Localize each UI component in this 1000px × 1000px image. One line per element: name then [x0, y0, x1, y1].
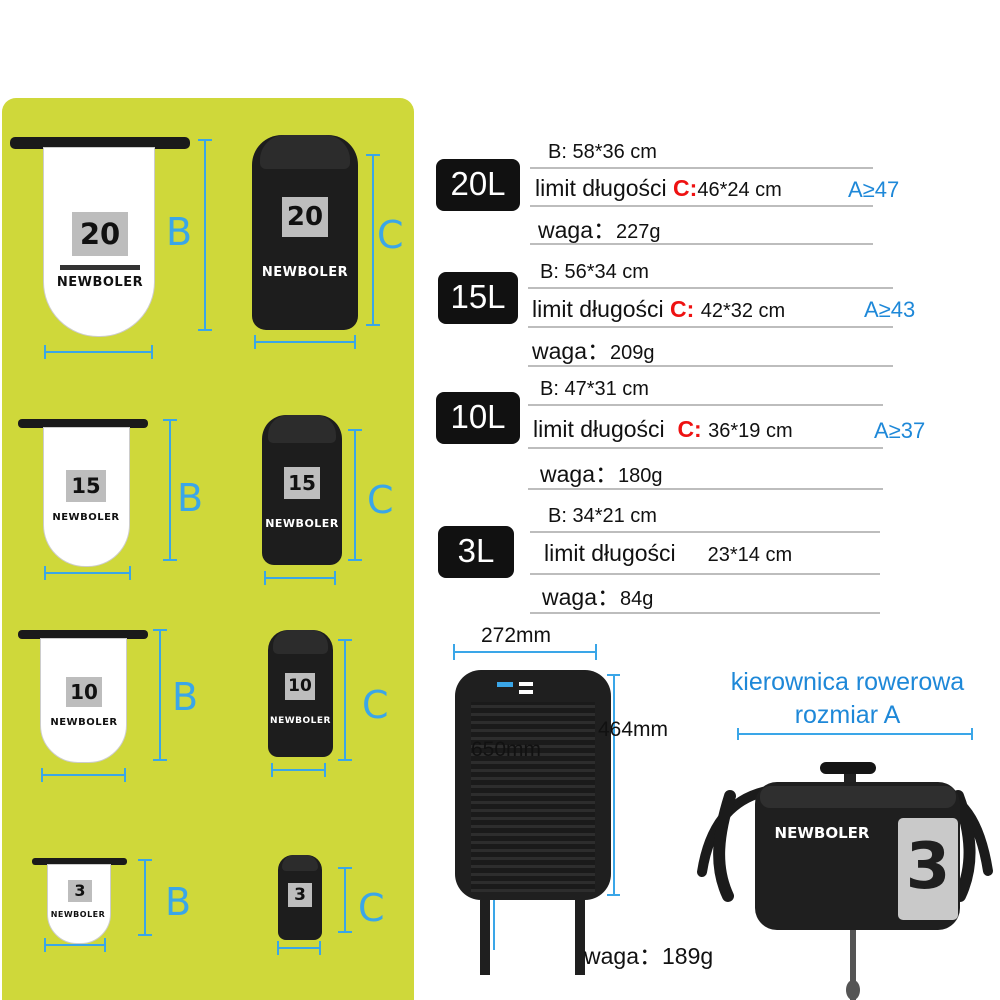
harness-width: 272mm [481, 624, 552, 647]
brand-logo: NEWBOLER [52, 512, 120, 523]
harness-strap [575, 900, 585, 975]
dimension-guides [41, 139, 380, 955]
c-label: C: [670, 296, 695, 322]
divider [530, 531, 880, 533]
black-bag-3l: 3 [278, 855, 322, 940]
b-dimensions: B: 47*31 cm [540, 378, 649, 400]
bag-number: 15 [284, 467, 320, 499]
bag-number: 10 [66, 677, 102, 707]
divider [528, 326, 893, 328]
c-label: C: [673, 175, 698, 201]
weight-value: 227g [615, 221, 661, 243]
bag-number: 3 [906, 830, 951, 904]
dimension-b-label: B [172, 675, 199, 719]
weight-label: waga： [532, 338, 610, 364]
size-badge-15l: 15L [438, 272, 518, 324]
c-dimensions: 42*32 cm [700, 300, 786, 322]
divider [530, 205, 873, 207]
divider [530, 167, 873, 169]
weight-value: 209g [609, 342, 655, 364]
c-dimensions: 23*14 cm [707, 544, 793, 566]
weight-value: 180g [617, 465, 663, 487]
harness-plate [455, 670, 611, 900]
length-limit-label: limit długości [533, 416, 665, 442]
harness-length: 650mm [471, 738, 542, 761]
divider [530, 243, 873, 245]
a-minimum: A≥47 [848, 177, 900, 202]
divider [528, 488, 883, 490]
dimension-c-label: C [367, 478, 394, 522]
weight-label: waga： [542, 584, 620, 610]
c-dimensions: 36*19 cm [708, 420, 793, 442]
c-dimensions: 46*24 cm [697, 179, 782, 201]
weight-row: waga：84g [542, 578, 653, 612]
flat-bag-3l: 3 NEWBOLER [32, 855, 127, 944]
bag-number: 20 [282, 197, 328, 237]
dimension-b-label: B [166, 210, 193, 254]
handlebar-title: kierownica rowerowa [730, 668, 965, 696]
c-label: C: [677, 416, 702, 442]
length-limit-row: limit długości C: 36*19 cm [533, 416, 793, 443]
b-dimensions: B: 56*34 cm [540, 261, 649, 283]
b-dimensions: B: 58*36 cm [548, 141, 657, 163]
weight-label: waga： [540, 461, 618, 487]
brand-logo: NEWBOLER [50, 717, 118, 728]
harness-height: 464mm [598, 718, 669, 741]
divider [528, 404, 883, 406]
length-limit-label: limit długości [532, 296, 664, 322]
brand-logo: NEWBOLER [56, 275, 144, 290]
b-dimensions: B: 34*21 cm [548, 505, 657, 527]
weight-row: waga：209g [532, 332, 654, 366]
handlebar-subtitle: rozmiar A [794, 701, 901, 729]
black-bag-10l: 10 NEWBOLER [268, 630, 333, 757]
dimension-c-label: C [362, 683, 389, 727]
size-badge-20l: 20L [436, 159, 520, 211]
weight-label: waga： [538, 217, 616, 243]
length-limit-row: limit długości 23*14 cm [544, 540, 792, 567]
size-badge-3l: 3L [438, 526, 514, 578]
length-limit-row: limit długości C: 42*32 cm [532, 296, 785, 323]
bag-number: 10 [285, 673, 315, 700]
divider [530, 612, 880, 614]
dimension-c-label: C [377, 213, 404, 257]
black-bag-15l: 15 NEWBOLER [262, 415, 342, 565]
flat-bag-15l: 15 NEWBOLER [18, 415, 148, 567]
bag-number: 3 [68, 880, 92, 902]
dimension-c-label: C [358, 886, 385, 930]
weight-row: waga：227g [538, 211, 660, 245]
flat-bag-10l: 10 NEWBOLER [18, 625, 148, 765]
divider [528, 447, 883, 449]
handlebar-bag-image: 3 NEWBOLER [697, 728, 993, 1000]
harness-weight: waga：189g [584, 943, 714, 969]
brand-logo: NEWBOLER [775, 824, 870, 842]
dimension-b-label: B [165, 880, 192, 924]
divider [530, 573, 880, 575]
a-minimum: A≥43 [864, 297, 916, 322]
bag-number: 3 [288, 883, 312, 907]
black-bag-20l: 20 NEWBOLER [252, 135, 358, 330]
weight-row: waga：180g [540, 455, 662, 489]
a-minimum: A≥37 [874, 418, 926, 443]
harness-strap [480, 900, 490, 975]
brand-logo: NEWBOLER [261, 265, 349, 280]
length-limit-row: limit długości C:46*24 cm [535, 175, 782, 202]
length-limit-label: limit długości [535, 175, 667, 201]
bag-number: 20 [72, 212, 128, 256]
weight-value: 84g [619, 588, 654, 610]
dimension-b-label: B [177, 476, 204, 520]
flat-bag-20l: 20 NEWBOLER [10, 130, 190, 345]
brand-logo: NEWBOLER [50, 910, 106, 919]
length-limit-label: limit długości [544, 540, 676, 566]
divider [528, 287, 893, 289]
brand-logo: NEWBOLER [265, 517, 339, 530]
bag-number: 15 [66, 470, 106, 502]
size-badge-10l: 10L [436, 392, 520, 444]
brand-logo: NEWBOLER [270, 716, 331, 726]
divider [528, 365, 893, 367]
